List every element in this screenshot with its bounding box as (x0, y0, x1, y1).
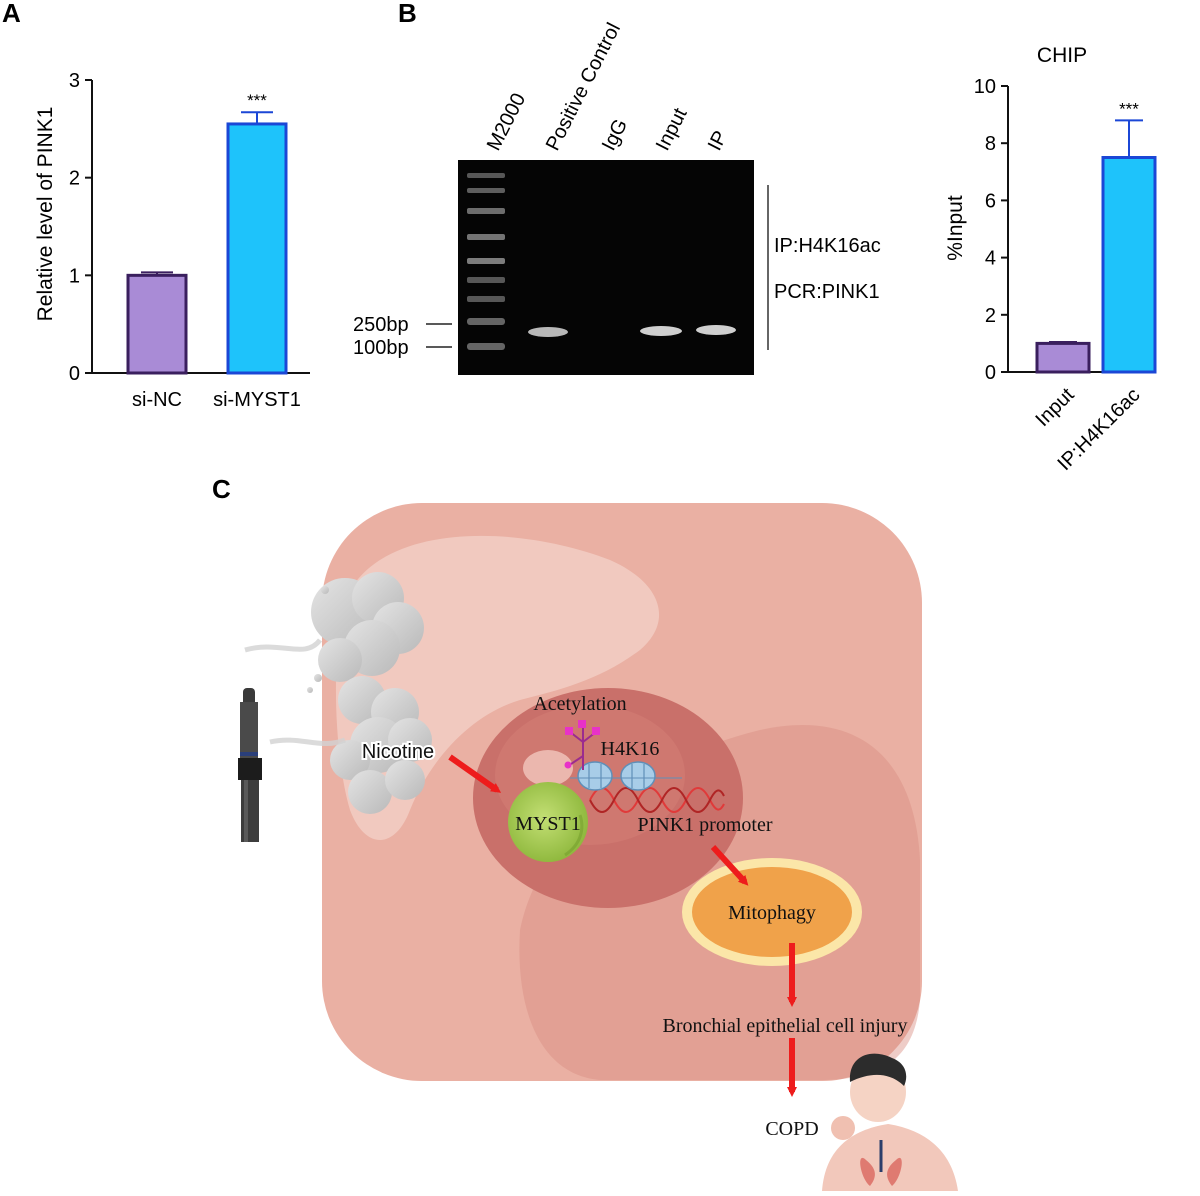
panel-b: B M2000 Positive Control IgG Input IP (353, 0, 881, 375)
lane-label-m2000: M2000 (483, 90, 530, 154)
histone-nucleosomes (570, 761, 682, 791)
panel-label-a: A (2, 0, 21, 28)
myst1-protein (508, 782, 588, 862)
panel-a: A Relative level of PINK1 0 1 2 3 si-NC *** si… (2, 0, 310, 411)
acetyl-groups (564, 720, 600, 770)
band-ip (696, 325, 736, 335)
gel-lane-labels: M2000 Positive Control IgG Input IP (483, 19, 732, 154)
lane-label-ip: IP (704, 127, 732, 154)
chip-title: CHIP (1037, 44, 1087, 67)
panel-label-b: B (398, 0, 417, 28)
y-axis-label-chip: %Input (944, 195, 967, 261)
x-tick-label: si-NC (132, 389, 182, 411)
marker-label-250bp: 250bp (353, 314, 409, 336)
lane-label-input: Input (652, 104, 692, 154)
label-bronchial-injury: Bronchial epithelial cell injury (663, 1015, 908, 1037)
x-tick-label: si-MYST1 (213, 389, 301, 411)
y-tick-label: 3 (69, 70, 80, 92)
label-mitophagy: Mitophagy (728, 902, 816, 924)
marker-ladder (467, 173, 505, 350)
marker-label-100bp: 100bp (353, 337, 409, 359)
y-tick-label: 10 (974, 76, 996, 98)
gel-image (458, 160, 754, 375)
y-tick-label: 2 (69, 168, 80, 190)
bar (1101, 156, 1157, 374)
y-tick-label: 0 (985, 362, 996, 384)
y-axis-label: Relative level of PINK1 (34, 107, 57, 322)
nucleolus (523, 750, 573, 786)
gel-background (458, 160, 754, 375)
y-tick-label: 8 (985, 133, 996, 155)
y-tick-label: 1 (69, 265, 80, 287)
label-myst1: MYST1 (515, 813, 581, 835)
dna-helix (589, 787, 725, 813)
bar-chart-a: 0 1 2 3 si-NC *** si-MYST1 (69, 70, 310, 411)
bar (226, 122, 288, 375)
mitochondrion-inner (692, 867, 852, 957)
band-input (640, 326, 682, 336)
patient-illustration (822, 1053, 958, 1191)
arrow-promoter-mitophagy (710, 844, 749, 886)
x-tick-label: Input (1032, 384, 1079, 431)
lane-label-igg: IgG (598, 116, 632, 155)
y-tick-label: 6 (985, 190, 996, 212)
e-cigarette-icon (238, 688, 262, 842)
label-h4k16: H4K16 (601, 738, 660, 760)
label-copd: COPD (765, 1118, 818, 1140)
panel-c: C (212, 474, 958, 1191)
significance-marker: *** (1119, 99, 1139, 118)
label-acetylation: Acetylation (533, 693, 626, 715)
pathway-arrows (448, 754, 797, 1097)
arrow-nicotine-myst1 (448, 754, 502, 793)
label-nicotine: Nicotine (362, 741, 434, 763)
label-pink1-promoter: PINK1 promoter (638, 814, 773, 836)
bar (1035, 341, 1091, 374)
smoke-cloud (244, 572, 432, 814)
y-tick-label: 2 (985, 305, 996, 327)
panel-label-c: C (212, 474, 231, 504)
bar (126, 273, 188, 375)
band-positive-control (528, 327, 568, 337)
gel-annotation-ip: IP:H4K16ac (774, 235, 881, 257)
significance-marker: *** (247, 91, 267, 110)
gel-annotation-pcr: PCR:PINK1 (774, 281, 880, 303)
y-tick-label: 0 (69, 363, 80, 385)
y-tick-label: 4 (985, 248, 996, 270)
